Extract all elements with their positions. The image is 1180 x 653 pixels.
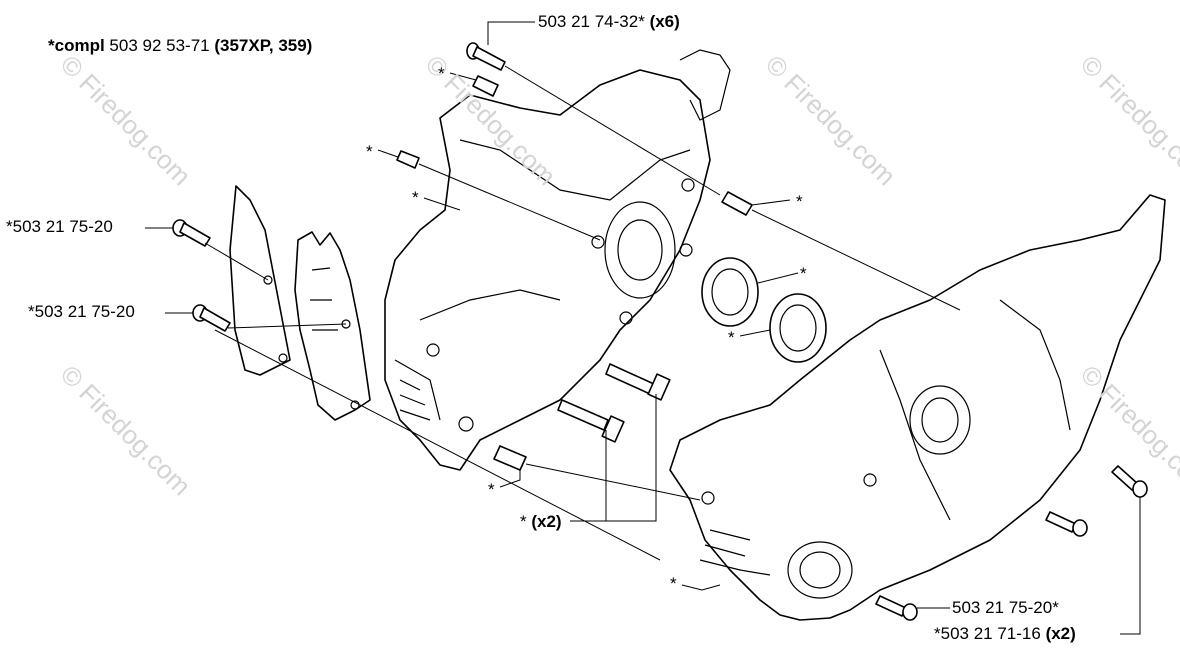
screw-br-1-label: 503 21 75-20* [952,598,1059,617]
bolt-2 [557,399,625,443]
compl-number: 503 92 53-71 [109,36,210,55]
bolt-qty-label: * (x2) [520,512,562,532]
screw-top [466,42,506,71]
screw-left-2-label: *503 21 75-20 [28,302,135,321]
star-label: * [366,142,373,161]
star-label: * [488,480,495,499]
bearing-1 [701,257,759,327]
screw-top-qty: (x6) [649,12,680,31]
screw-br-2-qty: (x2) [1045,624,1076,643]
side-cover-plate [229,185,291,376]
pin-right [721,191,753,216]
crankcase-left-half [384,49,731,471]
screw-br-2-label: *503 21 71-16 (x2) [934,624,1076,644]
pin-mid [396,150,420,169]
compl-models: (357XP, 359) [214,36,313,55]
bearing-2 [769,293,827,363]
screw-left-1 [172,219,211,247]
star-label: * [412,188,419,207]
star-label: * [438,64,445,83]
compl-label: *compl 503 92 53-71 (357XP, 359) [48,36,312,56]
star-label: * [670,574,677,593]
compl-prefix: *compl [48,36,105,55]
star-label: * [800,264,807,283]
screw-top-number: 503 21 74-32* [538,12,645,31]
screw-left-2 [192,304,231,332]
screw-top-label: 503 21 74-32* (x6) [538,12,680,32]
leader-lines [145,21,1141,635]
star-label: * [728,328,735,347]
star-label: * [796,192,803,211]
screw-left-1-label: *503 21 75-20 [6,217,113,236]
screw-right-1 [1045,511,1088,537]
screw-br-2-number: *503 21 71-16 [934,624,1041,643]
spiked-bumper-plate [294,231,371,421]
bolt-qty: (x2) [531,512,562,531]
pin-top [472,75,499,97]
pin-lower [493,445,527,471]
bolt-qty-star: * [520,512,527,531]
crankcase-right-half [669,194,1166,621]
screw-right-2 [1111,465,1148,498]
bolt-1 [605,363,671,401]
screw-bottom-right [875,595,918,621]
